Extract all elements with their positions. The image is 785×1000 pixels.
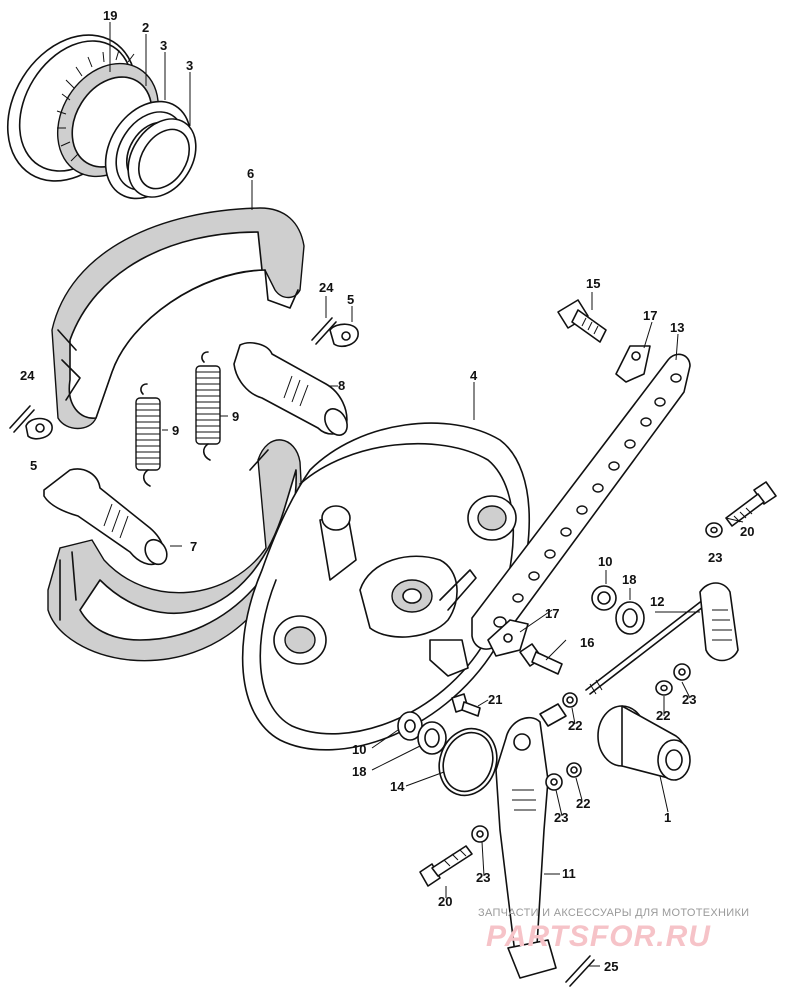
- watermark: ЗАПЧАСТИ И АКСЕССУАРЫ ДЛЯ МОТОТЕХНИКИ PA…: [478, 907, 749, 953]
- washer-23-left: [471, 825, 489, 843]
- callout-23-low: 23: [554, 810, 568, 825]
- callout-24-top: 24: [319, 280, 334, 295]
- callout-3a: 3: [160, 38, 167, 53]
- callout-23-mid: 23: [682, 692, 696, 707]
- leader-lines: [109, 22, 744, 967]
- watermark-logo: PARTSFOR.RU: [486, 920, 711, 953]
- callout-25: 25: [604, 959, 618, 974]
- callout-18-left: 18: [352, 764, 366, 779]
- cam-shaft-8: [233, 342, 348, 436]
- callout-15: 15: [586, 276, 600, 291]
- callout-labels: 19 2 3 3 6 24 5 24 5 8 9 9 7 4 15 17 13 …: [20, 8, 754, 974]
- drum-sprocket-assembly: [6, 34, 197, 200]
- callout-10-left: 10: [352, 742, 366, 757]
- brake-rod-12: [585, 582, 739, 695]
- callout-24-left: 24: [20, 368, 35, 383]
- callout-12: 12: [650, 594, 664, 609]
- spring-icon: [195, 351, 221, 461]
- callout-17-top: 17: [643, 308, 657, 323]
- bearing-icon: [104, 100, 197, 200]
- bolt-15: [557, 299, 607, 343]
- callout-19: 19: [103, 8, 117, 23]
- pivot-shaft-1: [597, 705, 691, 781]
- cotter-pin-24-top: [311, 317, 359, 348]
- callout-13: 13: [670, 320, 684, 335]
- callout-11: 11: [562, 866, 576, 881]
- callout-9a: 9: [172, 423, 179, 438]
- nut-22-low: [566, 762, 582, 778]
- bolt-16: [519, 643, 563, 675]
- callout-23-right: 23: [708, 550, 722, 565]
- brake-shoe-upper: [51, 207, 305, 430]
- backing-plate-4: [241, 422, 531, 751]
- nut-22-right: [655, 680, 673, 696]
- bolt-21: [451, 693, 481, 717]
- callout-4: 4: [470, 368, 478, 383]
- callout-23-left: 23: [476, 870, 490, 885]
- cam-shaft-7: [43, 468, 168, 566]
- cotter-pin-25: [565, 955, 595, 987]
- callout-16: 16: [580, 635, 594, 650]
- watermark-caption: ЗАПЧАСТИ И АКСЕССУАРЫ ДЛЯ МОТОТЕХНИКИ: [478, 907, 749, 919]
- torque-arm-13: [471, 353, 691, 650]
- clip-17-mid: [487, 619, 529, 657]
- washer-23-mid: [673, 663, 691, 681]
- washer-10-right: [591, 585, 617, 611]
- callout-17-mid: 17: [545, 606, 559, 621]
- callout-22-mid: 22: [568, 718, 582, 733]
- callout-14: 14: [390, 779, 405, 794]
- seal-ring-14: [438, 727, 498, 797]
- callout-2: 2: [142, 20, 149, 35]
- cotter-pin-24-left: [9, 405, 53, 440]
- callout-9b: 9: [232, 409, 239, 424]
- callout-10-right: 10: [598, 554, 612, 569]
- brake-arm-11: [495, 703, 567, 979]
- callout-20-right: 20: [740, 524, 754, 539]
- callout-6-top: 6: [247, 166, 254, 181]
- clip-17-top: [615, 345, 651, 383]
- callout-5-top: 5: [347, 292, 354, 307]
- callout-21: 21: [488, 692, 502, 707]
- callout-3b: 3: [186, 58, 193, 73]
- spring-icon: [135, 383, 161, 487]
- washer-18-right: [615, 601, 645, 635]
- callout-5-left: 5: [30, 458, 37, 473]
- callout-1: 1: [664, 810, 671, 825]
- callout-18-right: 18: [622, 572, 636, 587]
- washer-18-left: [417, 721, 447, 755]
- callout-22-right: 22: [656, 708, 670, 723]
- callout-8: 8: [338, 378, 345, 393]
- bolt-20-right: [725, 481, 777, 527]
- washer-23-low: [545, 773, 563, 791]
- bolt-20-left: [419, 845, 473, 887]
- callout-7: 7: [190, 539, 197, 554]
- washer-23-right: [705, 522, 723, 538]
- nut-22-mid: [562, 692, 578, 708]
- callout-22-low: 22: [576, 796, 590, 811]
- callout-20-left: 20: [438, 894, 452, 909]
